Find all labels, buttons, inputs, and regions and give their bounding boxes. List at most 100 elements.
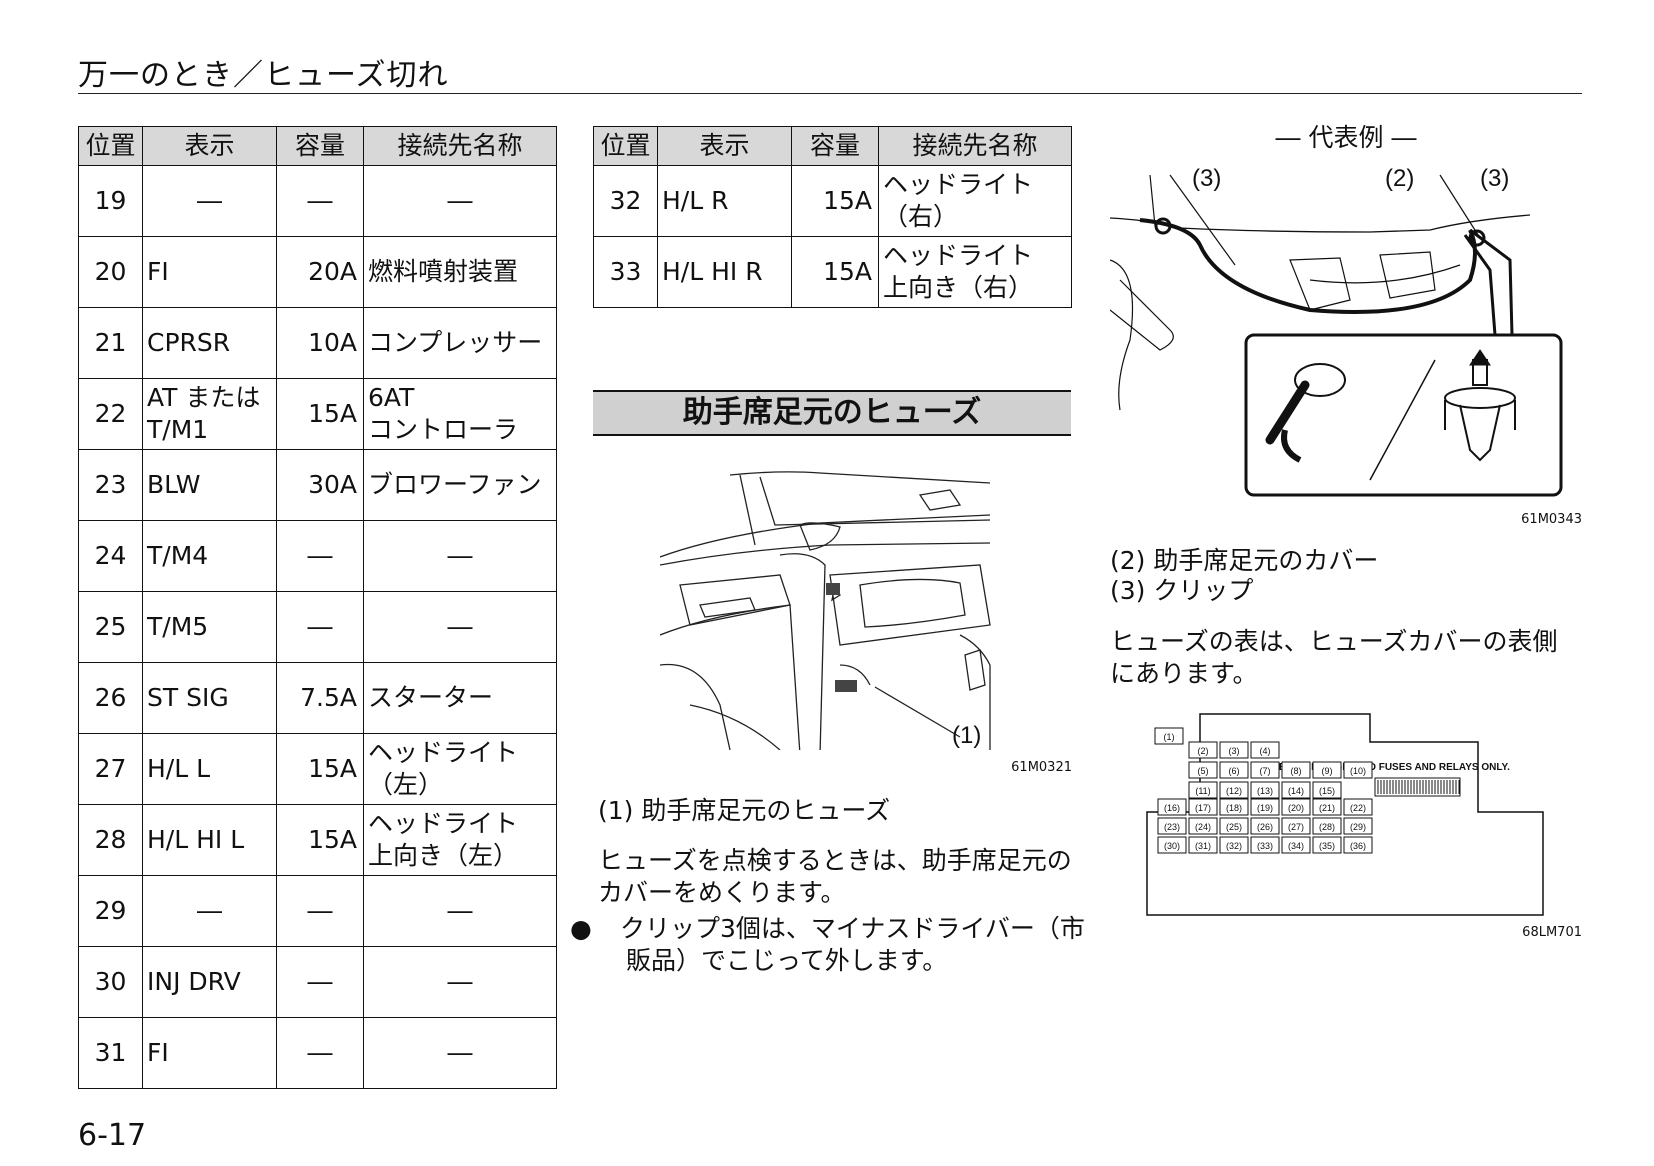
header-position: 位置 xyxy=(78,126,143,166)
fuse-slot-label: (6) xyxy=(1229,766,1240,776)
fuse-slot-label: (26) xyxy=(1257,822,1273,832)
header-label: 表示 xyxy=(657,126,792,166)
fuse-slot-label: (24) xyxy=(1195,822,1211,832)
fuse-slot xyxy=(1188,817,1218,835)
fuse-slot xyxy=(1281,836,1311,854)
cell-destination: ヘッドライト 上向き（左） xyxy=(363,804,557,876)
header-destination: 接続先名称 xyxy=(363,126,557,166)
cell-capacity: ― xyxy=(276,875,364,947)
cell-label: H/L R xyxy=(657,165,792,237)
cell-label: ― xyxy=(142,875,277,947)
cell-position: 29 xyxy=(78,875,143,947)
fuse-slot-label: (5) xyxy=(1198,766,1209,776)
cell-destination: ― xyxy=(363,1017,557,1089)
cell-position: 32 xyxy=(593,165,658,237)
cell-position: 31 xyxy=(78,1017,143,1089)
cell-position: 33 xyxy=(593,236,658,308)
cell-capacity: ― xyxy=(276,1017,364,1089)
fuse-slot-label: (20) xyxy=(1288,803,1304,813)
table-row: 29――― xyxy=(78,875,557,947)
callout-3-left: (3) xyxy=(1192,165,1221,192)
section-body: ヒューズを点検するときは、助手席足元のカバーをめくります。 xyxy=(598,846,1072,907)
cell-capacity: 15A xyxy=(276,378,364,450)
fuse-slot xyxy=(1250,741,1280,759)
fuse-slot xyxy=(1157,798,1187,816)
fuse-slot-label: (30) xyxy=(1164,841,1180,851)
fuse-slot xyxy=(1250,817,1280,835)
cell-capacity: 15A xyxy=(791,165,879,237)
right-body: ヒューズの表は、ヒューズカバーの表側にあります。 xyxy=(1110,627,1558,688)
page-title: 万一のとき／ヒューズ切れ xyxy=(78,58,449,93)
cell-destination: 燃料噴射装置 xyxy=(363,236,557,308)
fuse-slot-label: (1) xyxy=(1164,732,1175,742)
fuse-slot-label: (10) xyxy=(1350,766,1366,776)
fuse-slot xyxy=(1281,761,1311,779)
fuse-slot xyxy=(1312,836,1342,854)
fuse-slot xyxy=(1219,761,1249,779)
fuse-slot-label: (18) xyxy=(1226,803,1242,813)
fuse-slot-label: (35) xyxy=(1319,841,1335,851)
fuse-slot-label: (8) xyxy=(1291,766,1302,776)
cell-destination: ― xyxy=(363,165,557,237)
table-row: 19――― xyxy=(78,165,557,237)
fuse-slot-label: (32) xyxy=(1226,841,1242,851)
fuse-slot-label: (3) xyxy=(1229,746,1240,756)
cell-label: ST SIG xyxy=(142,662,277,734)
cell-capacity: 10A xyxy=(276,307,364,379)
cell-label: CPRSR xyxy=(142,307,277,379)
fuse-slot xyxy=(1157,817,1187,835)
fuse-slot xyxy=(1219,836,1249,854)
cell-destination: コンプレッサー xyxy=(363,307,557,379)
cell-destination: ― xyxy=(363,875,557,947)
fuse-slot-label: (7) xyxy=(1260,766,1271,776)
cell-label: FI xyxy=(142,236,277,308)
cell-destination: ヘッドライト （右） xyxy=(878,165,1072,237)
cell-capacity: 15A xyxy=(276,733,364,805)
fuse-slot xyxy=(1188,836,1218,854)
cell-capacity: 15A xyxy=(791,236,879,308)
fuse-slot-label: (14) xyxy=(1288,786,1304,796)
cell-position: 28 xyxy=(78,804,143,876)
fuse-box-heading: USE THE DESIGNATED FUSES AND RELAYS ONLY… xyxy=(1265,762,1510,773)
cell-label: AT または T/M1 xyxy=(142,378,277,450)
cell-label: H/L HI R xyxy=(657,236,792,308)
fuse-slot-label: (4) xyxy=(1260,746,1271,756)
cell-label: FI xyxy=(142,1017,277,1089)
fuse-slot xyxy=(1188,761,1218,779)
fuse-slot xyxy=(1281,798,1311,816)
cell-capacity: ― xyxy=(276,520,364,592)
fuse-slot-label: (15) xyxy=(1319,786,1335,796)
cell-destination: ヘッドライト 上向き（右） xyxy=(878,236,1072,308)
fuse-slot xyxy=(1250,761,1280,779)
fuse-slot xyxy=(1343,817,1373,835)
cell-label: BLW xyxy=(142,449,277,521)
fuse-slot-label: (28) xyxy=(1319,822,1335,832)
cell-position: 21 xyxy=(78,307,143,379)
callout-2: (2) xyxy=(1385,165,1414,192)
fuse-slot xyxy=(1343,798,1373,816)
fuse-slot-label: (19) xyxy=(1257,803,1273,813)
cell-destination: スターター xyxy=(363,662,557,734)
page-number: 6-17 xyxy=(78,1118,147,1153)
fuse-slot-label: (34) xyxy=(1288,841,1304,851)
fuse-slot-label: (9) xyxy=(1322,766,1333,776)
cell-label: T/M5 xyxy=(142,591,277,663)
cell-label: T/M4 xyxy=(142,520,277,592)
fuse-slot xyxy=(1188,798,1218,816)
fuse-slot-label: (27) xyxy=(1288,822,1304,832)
cell-position: 26 xyxy=(78,662,143,734)
fuse-slot-label: (13) xyxy=(1257,786,1273,796)
cell-destination: ヘッドライト （左） xyxy=(363,733,557,805)
fuse-slot xyxy=(1219,781,1249,799)
cell-destination: ― xyxy=(363,591,557,663)
fuse-slot-label: (31) xyxy=(1195,841,1211,851)
